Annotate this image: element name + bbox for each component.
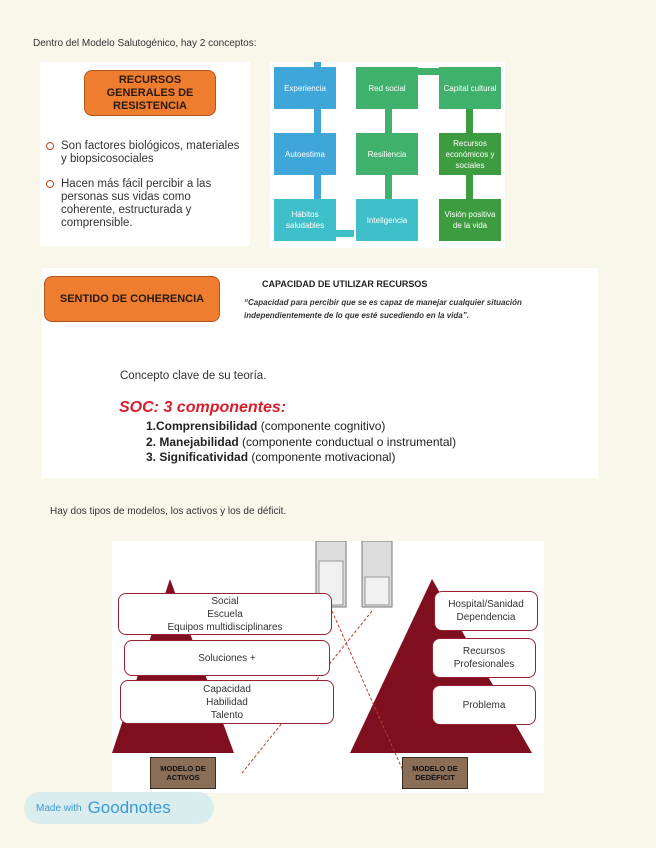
assets-level-1: Social Escuela Equipos multidisciplinare… <box>118 593 332 635</box>
flow-node-capital-cultural: Capital cultural <box>439 67 501 109</box>
assets-model-label: MODELO DE ACTIVOS <box>150 757 216 789</box>
rgr-title: RECURSOS GENERALES DE RESISTENCIA <box>84 70 216 116</box>
goodnotes-logo: Goodnotes <box>88 798 171 818</box>
flow-node-recursos: Recursos económicos y sociales <box>439 133 501 175</box>
assets-level-2: Soluciones + <box>124 640 330 676</box>
soc-components: 1.Comprensibilidad (componente cognitivo… <box>146 419 456 466</box>
bullet-circle-icon <box>46 142 54 150</box>
badge-prefix: Made with <box>36 803 82 814</box>
flow-node-resiliencia: Resiliencia <box>356 133 418 175</box>
flow-node-red-social: Red social <box>356 67 418 109</box>
deficit-level-1: Hospital/Sanidad Dependencia <box>434 591 538 631</box>
flow-node-experiencia: Experiencia <box>274 67 336 109</box>
models-diagram: Social Escuela Equipos multidisciplinare… <box>112 541 544 793</box>
capacity-title: CAPACIDAD DE UTILIZAR RECURSOS <box>262 279 427 289</box>
rgr-panel: RECURSOS GENERALES DE RESISTENCIA Son fa… <box>40 62 250 246</box>
key-concept: Concepto clave de su teoría. <box>120 370 266 382</box>
intro-text: Dentro del Modelo Salutogénico, hay 2 co… <box>33 38 256 49</box>
flow-node-vision: Visión positiva de la vida <box>439 199 501 241</box>
deficit-level-3: Problema <box>432 685 536 725</box>
flow-node-autoestima: Autoestima <box>274 133 336 175</box>
component-1: 1.Comprensibilidad (componente cognitivo… <box>146 419 456 435</box>
soc-title-box: SENTIDO DE COHERENCIA <box>44 276 220 322</box>
resources-flow-diagram: Experiencia Red social Capital cultural … <box>270 62 505 248</box>
assets-level-3: Capacidad Habilidad Talento <box>120 680 334 724</box>
flow-node-inteligencia: Inteligencia <box>356 199 418 241</box>
deficit-level-2: Recursos Profesionales <box>432 638 536 678</box>
flow-node-habitos: Hábitos saludables <box>274 199 336 241</box>
made-with-goodnotes-badge[interactable]: Made with Goodnotes <box>24 792 214 824</box>
deficit-model-label: MODELO DE DEDÉFICIT <box>402 757 468 789</box>
rgr-bullet-2: Hacen más fácil percibir a las personas … <box>46 178 246 230</box>
rgr-bullet-1: Son factores biológicos, materiales y bi… <box>46 140 246 166</box>
component-3: 3. Significatividad (componente motivaci… <box>146 450 456 466</box>
component-2: 2. Manejabilidad (componente conductual … <box>146 435 456 451</box>
models-intro-text: Hay dos tipos de modelos, los activos y … <box>50 506 286 517</box>
bullet-circle-icon <box>46 180 54 188</box>
soc-panel: SENTIDO DE COHERENCIA CAPACIDAD DE UTILI… <box>42 268 598 478</box>
soc-heading: SOC: 3 componentes: <box>119 399 286 417</box>
capacity-quote: “Capacidad para percibir que se es capaz… <box>244 296 584 322</box>
glass-water <box>365 577 389 605</box>
